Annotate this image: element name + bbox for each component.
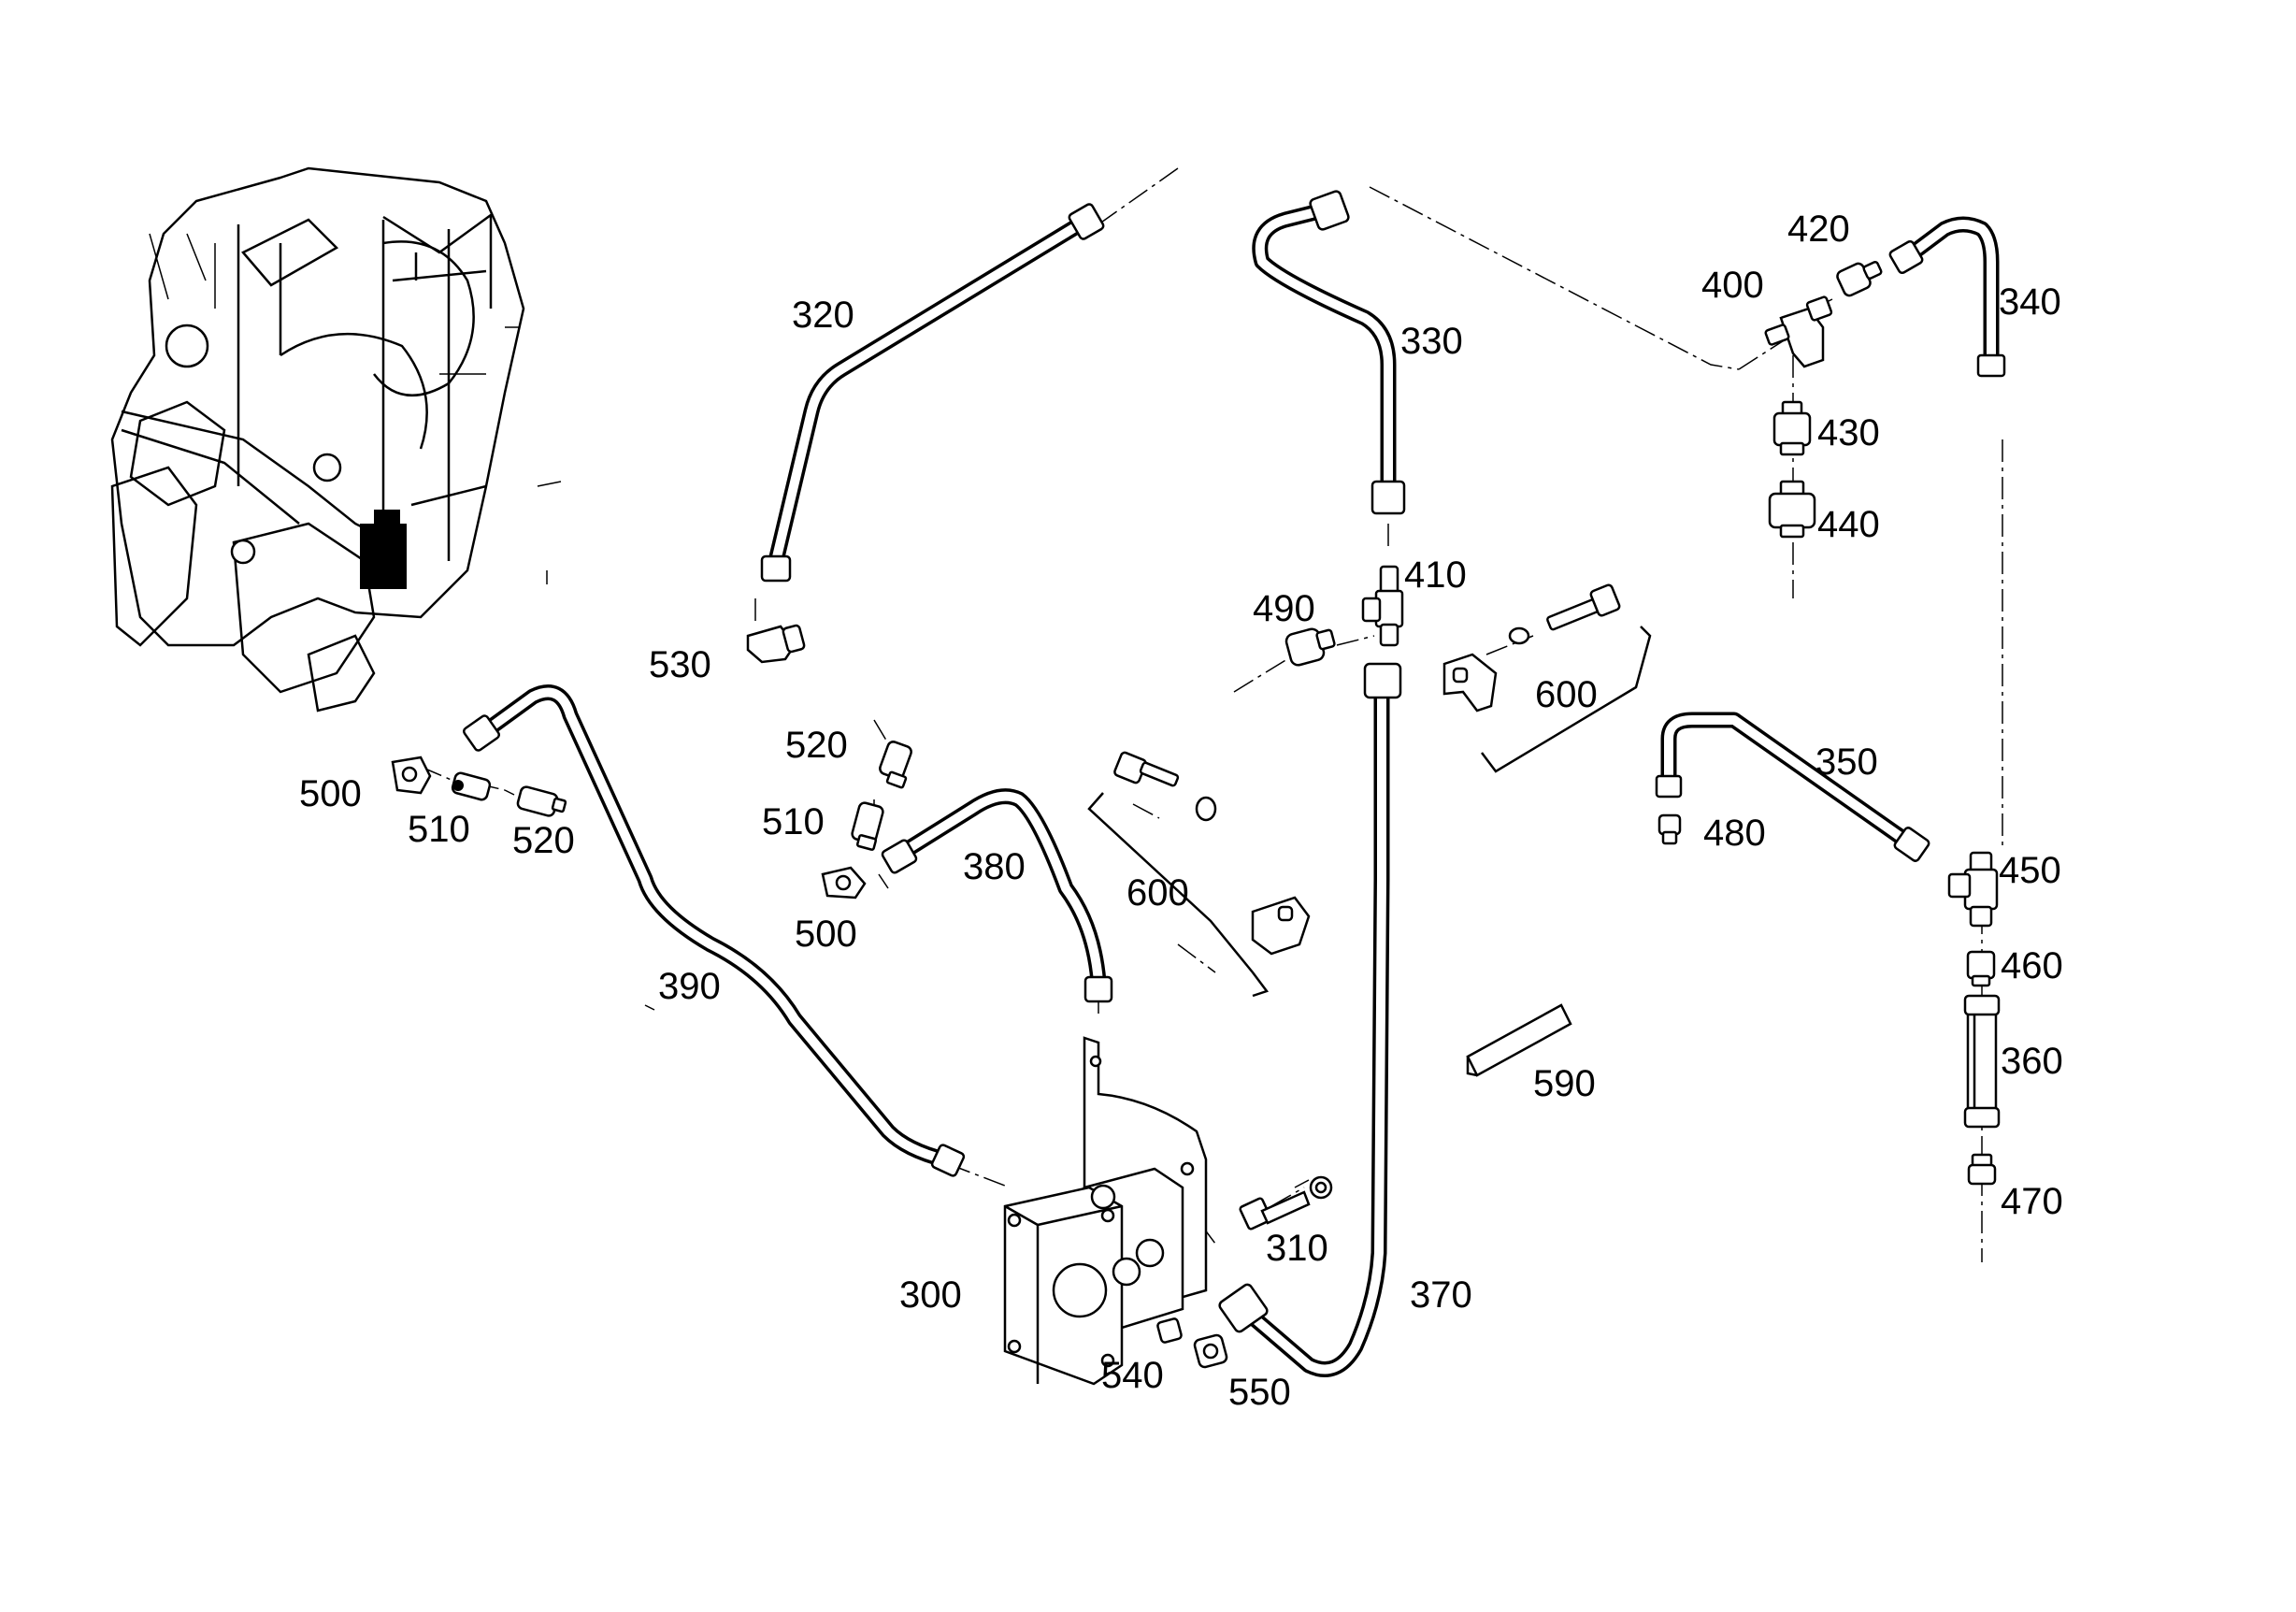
nut-550 [1193,1333,1228,1369]
pump-block-300 [1003,1036,1208,1386]
label-550: 550 [1228,1372,1291,1413]
pipe-340 [1888,216,2006,378]
label-320: 320 [792,295,854,336]
pipe-320 [760,203,1105,583]
label-480: 480 [1703,813,1766,854]
elbow-530 [746,624,806,664]
label-300: 300 [899,1274,962,1316]
label-530: 530 [649,644,711,685]
switch-520-left [516,785,567,817]
label-340: 340 [1999,281,2061,323]
union-510-left [451,771,492,801]
pipes [463,190,2006,1377]
bolt-310 [1239,1175,1333,1231]
label-310: 310 [1266,1228,1328,1269]
adapter-420 [1836,261,1883,297]
label-590: 590 [1533,1063,1596,1104]
label-510-centre: 510 [762,801,825,842]
tee-fitting-400 [1764,295,1833,368]
label-600-upper: 600 [1535,674,1598,715]
pipe-370 [1218,662,1402,1377]
pipe-330 [1252,190,1406,515]
pipe-350 [1655,712,1930,862]
coupling-460 [1966,950,1996,987]
label-370: 370 [1410,1274,1472,1316]
pipe-380 [881,788,1113,1003]
label-600-lower: 600 [1126,872,1189,914]
label-440: 440 [1817,504,1880,545]
part-labels: 300 310 320 330 340 350 360 370 380 390 … [299,209,2063,1413]
banjo-500-centre [821,866,867,900]
label-470: 470 [2001,1181,2063,1222]
tee-fitting-410 [1361,565,1404,647]
label-350: 350 [1815,741,1878,783]
label-460: 460 [2001,945,2063,986]
label-400: 400 [1701,265,1764,306]
label-380: 380 [963,846,1026,887]
label-520-centre: 520 [785,725,848,766]
clamp-600-lower [1087,751,1311,998]
clamp-600-upper [1442,583,1652,773]
adapter-490 [1284,627,1336,667]
label-510-left: 510 [408,809,470,850]
coupling-480 [1657,813,1682,845]
tee-fitting-450 [1947,851,1999,928]
label-520-left: 520 [512,820,575,861]
label-450: 450 [1999,850,2061,891]
fittings [391,261,1999,1386]
plate-590 [1466,1003,1572,1077]
label-410: 410 [1404,554,1467,596]
machine-overview-sketch [110,166,562,712]
label-420: 420 [1787,209,1850,250]
union-430 [1772,400,1812,456]
pipe-390 [463,684,966,1177]
plug-540 [1156,1317,1183,1344]
label-430: 430 [1817,412,1880,453]
label-390: 390 [658,966,721,1007]
label-500-left: 500 [299,773,362,814]
union-440 [1768,480,1816,539]
coupling-470 [1967,1153,1997,1186]
label-490: 490 [1253,588,1315,629]
pipe-360 [1963,994,2001,1129]
label-540: 540 [1101,1355,1164,1396]
label-360: 360 [2001,1041,2063,1082]
label-500-centre: 500 [795,914,857,955]
switch-520-centre [879,741,912,789]
union-510-centre [851,801,884,851]
banjo-500-left [391,756,432,795]
label-330: 330 [1400,321,1463,362]
